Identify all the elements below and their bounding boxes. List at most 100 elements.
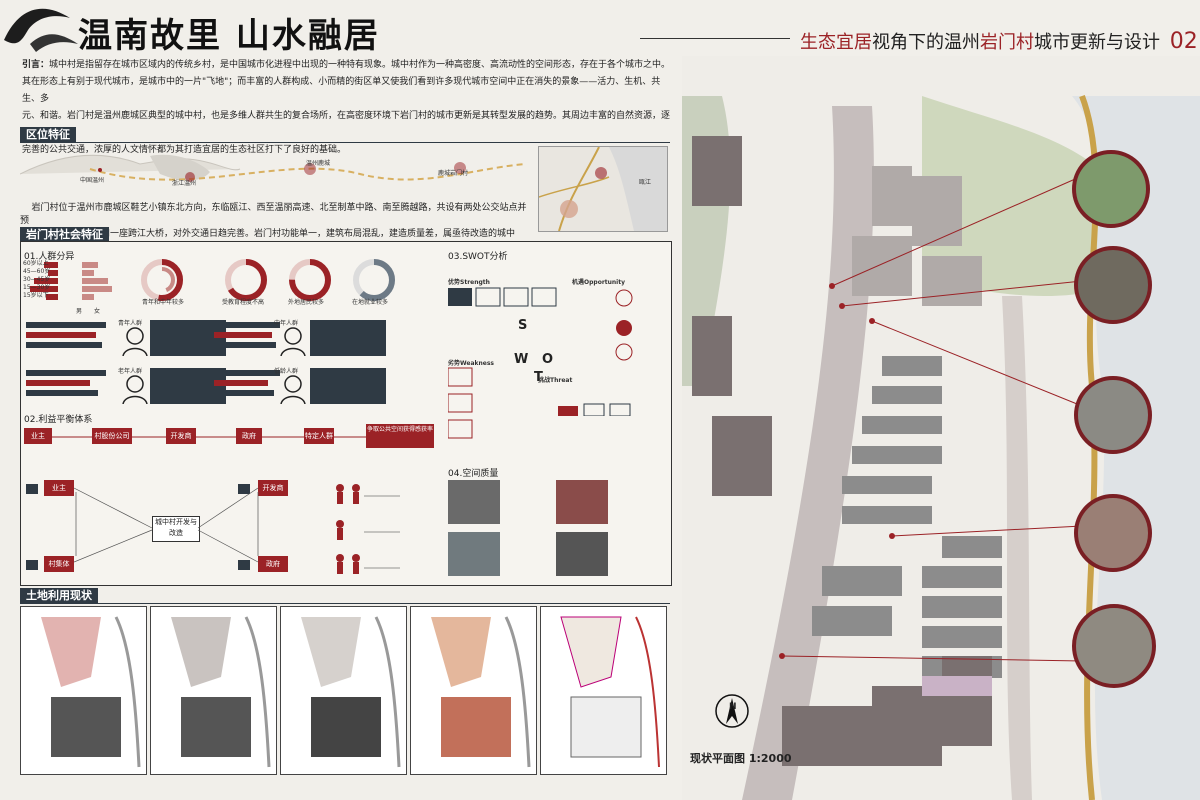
- space-quality-heading: 04.空间质量: [448, 469, 499, 479]
- stake-government: 政府: [258, 556, 288, 572]
- persona-bar: [214, 322, 280, 328]
- persona-bar: [26, 380, 90, 386]
- donut-label-4: 在地就业较多: [352, 299, 389, 306]
- swot-heading: 03.SWOT分析: [448, 252, 508, 262]
- place-lucheng: 温州鹿城: [306, 160, 331, 167]
- interest-heading: 02.利益平衡体系: [24, 415, 93, 425]
- donut-label-1: 青年和中年较多: [142, 299, 185, 306]
- swot-letter-s: S: [518, 318, 528, 333]
- subtitle-text-1: 视角下的温州: [872, 32, 980, 53]
- swot-letter-w: W: [514, 352, 529, 367]
- government-icon: [238, 560, 250, 570]
- donut-education: [225, 259, 267, 301]
- photo-circle-3: [1074, 376, 1152, 454]
- header-rule: [640, 38, 790, 39]
- opportunity-icons: [615, 289, 633, 361]
- stake-owner: 业主: [44, 480, 74, 496]
- persona-label: 老年人群: [118, 368, 143, 375]
- place-yanmen: 鹿城岩门村: [438, 170, 469, 177]
- photo-circle-4: [1074, 494, 1152, 572]
- location-inset-map: 瓯江: [538, 146, 668, 232]
- landuse-map-graphic: [41, 616, 141, 768]
- flow-owner: 业主: [24, 428, 52, 444]
- persona-label: 低龄人群: [274, 368, 299, 375]
- section-landuse-title: 土地利用现状: [20, 588, 98, 604]
- street-photo-4: [556, 532, 608, 576]
- photo-circle-5: [1072, 604, 1156, 688]
- person-icon: [280, 375, 306, 404]
- inset-river-label: 瓯江: [639, 179, 652, 186]
- flow-village-company: 村股份公司: [92, 428, 132, 444]
- persona-desc-box: [310, 368, 386, 404]
- section-location-rule: [20, 142, 670, 143]
- section-location-title: 区位特征: [20, 127, 76, 143]
- landuse-map-3: [280, 606, 407, 775]
- ink-brush-logo: [4, 8, 78, 52]
- persona-desc-box: [150, 320, 226, 356]
- landuse-map-4: [410, 606, 537, 775]
- flow-public-space: 争取公共空间获得感获率: [366, 424, 434, 448]
- gender-female: 女: [94, 308, 101, 315]
- header: 温南故里 山水融居 生态宜居视角下的温州岩门村城市更新与设计 02: [0, 0, 1200, 56]
- persona-card-old: 老年人群: [26, 366, 226, 406]
- location-line-1: 岩门村位于温州市鹿城区鞋艺小镇东北方向，东临瓯江、西至温丽高速、北至制革中路、南…: [20, 203, 527, 226]
- intro-line-3: 元、和谐。岩门村是温州鹿城区典型的城中村，也是多维人群共生的复合场所，在高密度环…: [22, 111, 671, 138]
- age-label: 15—30岁: [23, 284, 51, 291]
- donut-label-3: 外地居民较多: [288, 299, 325, 306]
- swot-t-label: 挑战Threat: [538, 377, 573, 384]
- persona-bar: [26, 332, 96, 338]
- poster-subtitle: 生态宜居视角下的温州岩门村城市更新与设计 02: [800, 28, 1198, 54]
- age-label: 60岁以上: [23, 260, 49, 267]
- persona-card-child: 低龄人群: [214, 366, 414, 406]
- persona-label: 中年人群: [274, 320, 299, 327]
- persona-card-youth: 青年人群: [26, 318, 226, 358]
- person-icon: [280, 327, 306, 356]
- street-photo-1: [448, 480, 500, 524]
- flow-developer: 开发商: [166, 428, 196, 444]
- landuse-map-2: [150, 606, 277, 775]
- persona-bar: [214, 332, 272, 338]
- building-icon: [238, 484, 250, 494]
- landuse-map-5: [540, 606, 667, 775]
- weakness-icons: [448, 367, 473, 439]
- flow-government: 政府: [236, 428, 262, 444]
- swot-o-label: 机遇Opportunity: [572, 279, 626, 286]
- age-label: 45—60岁: [23, 268, 51, 275]
- section-social-title: 岩门村社会特征: [20, 227, 109, 243]
- persona-bar: [214, 390, 274, 396]
- bank-icon: [26, 484, 38, 494]
- intro-line-4: 完善的公共交通，浓厚的人文情怀都为其打造宜居的生态社区打下了良好的基础。: [22, 145, 347, 155]
- person-icon: [122, 375, 148, 404]
- persona-bar: [26, 342, 102, 348]
- photo-circle-1: [1072, 150, 1150, 228]
- persona-desc-box: [150, 368, 226, 404]
- flow-arrows: [52, 436, 366, 438]
- stake-developer: 开发商: [258, 480, 288, 496]
- swot-w-label: 劣势Weakness: [448, 360, 494, 367]
- donut-local-jobs: [353, 259, 395, 301]
- age-label: 15岁以下: [23, 292, 49, 299]
- subtitle-accent-2: 岩门村: [980, 32, 1034, 53]
- persona-bar: [26, 322, 106, 328]
- persona-label: 青年人群: [118, 320, 143, 327]
- crowd-heading: 01.人群分异: [24, 252, 75, 262]
- age-labels: 60岁以上 45—60岁 30—45岁 15—30岁 15岁以下: [23, 260, 50, 300]
- street-photo-3: [448, 532, 500, 576]
- persona-bar: [214, 370, 280, 376]
- persona-desc-box: [310, 320, 386, 356]
- persona-bar: [26, 370, 106, 376]
- landuse-map-graphic: [560, 616, 660, 768]
- street-photo-2: [556, 480, 608, 524]
- persona-bar: [214, 342, 276, 348]
- plan-caption: 现状平面图 1:2000: [690, 752, 792, 765]
- location-map-strip: [20, 154, 526, 182]
- threat-icons: [558, 403, 631, 416]
- village-icon: [26, 560, 38, 570]
- landuse-map-graphic: [431, 616, 531, 768]
- center-box: 城中村开发与改造: [152, 516, 200, 542]
- gender-male: 男: [76, 308, 83, 315]
- persona-card-middle: 中年人群: [214, 318, 414, 358]
- intro-line-2: 其在形态上有别于现代城市，是城市中的一片"飞地"；而丰富的人群构成、小而精的街区…: [22, 77, 661, 104]
- photo-circle-2: [1074, 246, 1152, 324]
- poster-title: 温南故里 山水融居: [78, 16, 380, 56]
